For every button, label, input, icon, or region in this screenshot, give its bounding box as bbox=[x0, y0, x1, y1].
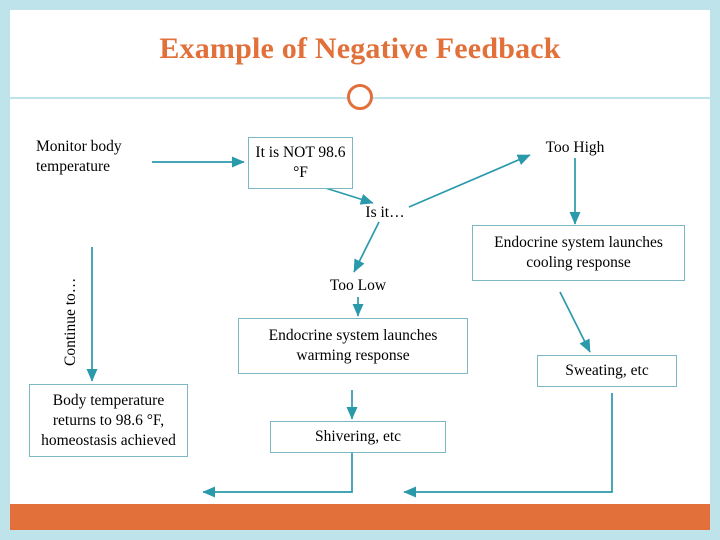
frame-border-top bbox=[0, 0, 720, 10]
node-too-high: Too High bbox=[545, 139, 605, 156]
divider-circle-ornament bbox=[347, 84, 373, 110]
node-is-it: Is it… bbox=[365, 204, 405, 221]
footer-accent-bar bbox=[10, 504, 710, 530]
frame-border-right bbox=[710, 0, 720, 540]
node-too-low: Too Low bbox=[329, 277, 387, 294]
slide-title: Example of Negative Feedback bbox=[159, 32, 561, 65]
node-cooling-response: Endocrine system launches cooling respon… bbox=[472, 225, 685, 281]
node-monitor: Monitor body temperature bbox=[36, 138, 122, 175]
node-not-normal: It is NOT 98.6 °F bbox=[248, 137, 353, 189]
frame-border-bottom bbox=[0, 530, 720, 540]
label-continue-to: Continue to… bbox=[62, 277, 79, 366]
node-warming-response: Endocrine system launches warming respon… bbox=[238, 318, 468, 374]
node-shivering: Shivering, etc bbox=[270, 421, 446, 453]
frame-border-left bbox=[0, 0, 10, 540]
node-homeostasis-achieved: Body temperature returns to 98.6 °F, hom… bbox=[29, 384, 188, 458]
node-sweating: Sweating, etc bbox=[537, 355, 677, 387]
